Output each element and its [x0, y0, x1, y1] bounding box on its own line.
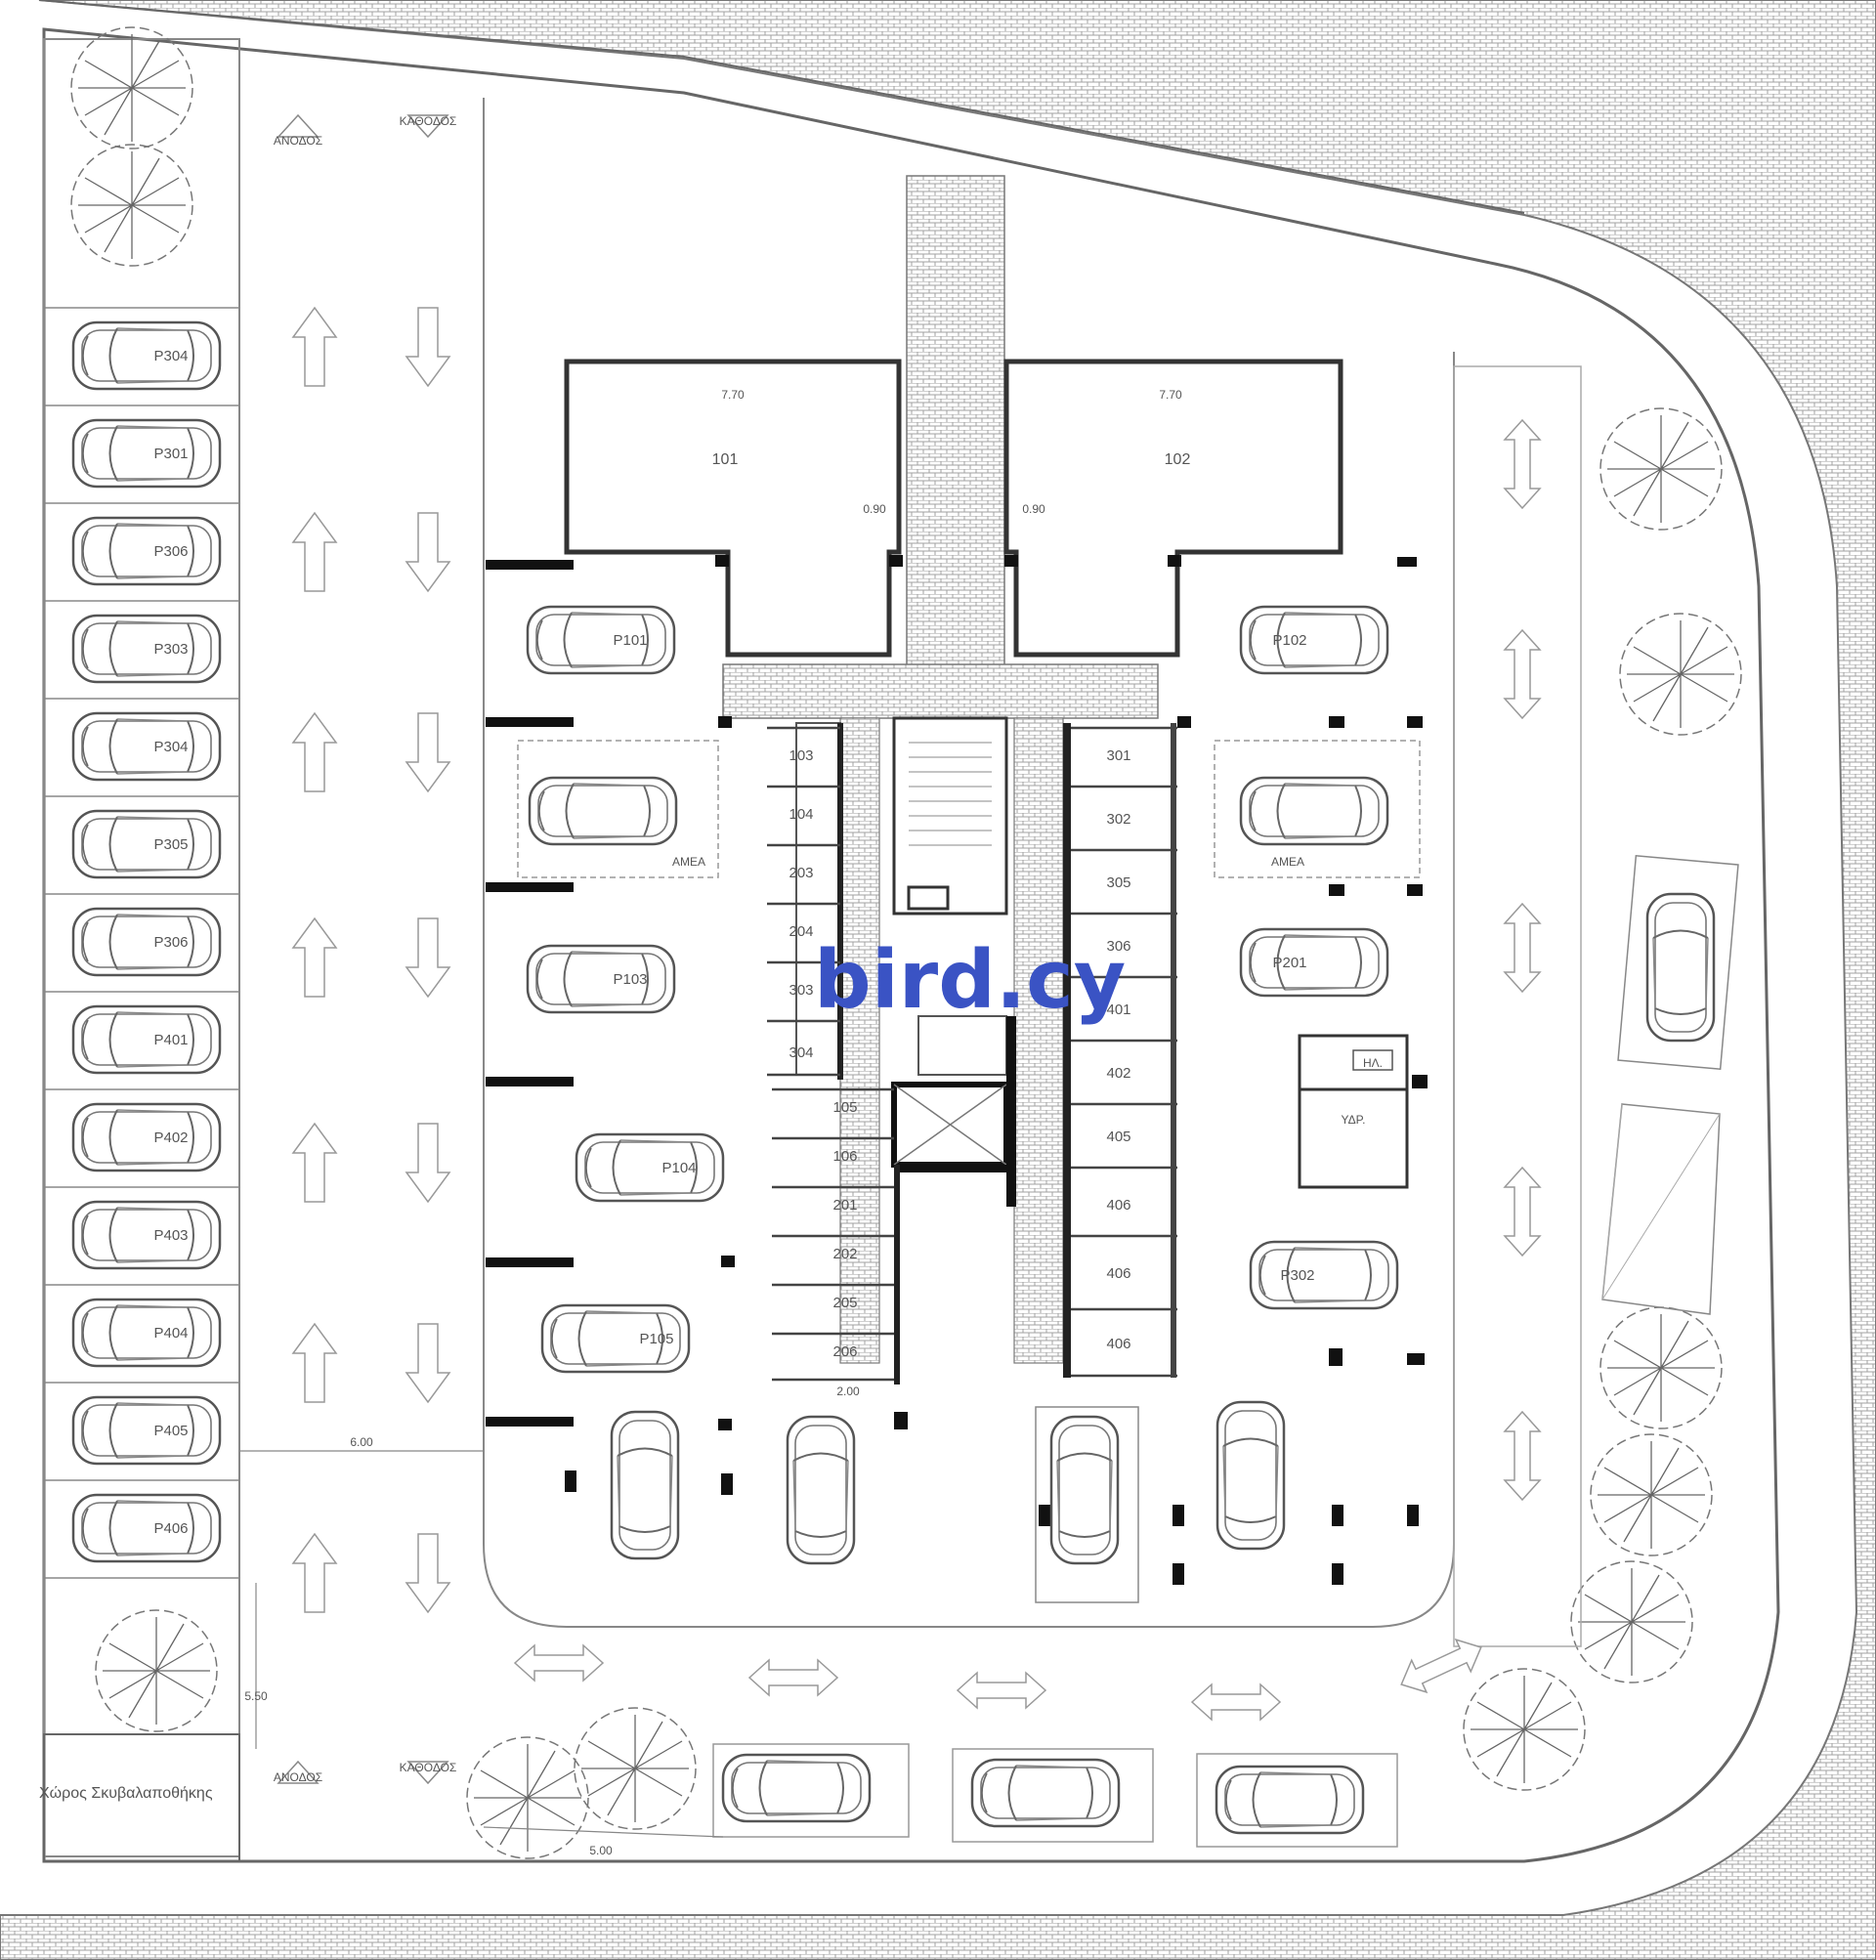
left-strip — [43, 38, 240, 1857]
apartment-102-width: 7.70 — [1159, 388, 1182, 402]
storage-201: 201 — [832, 1197, 857, 1214]
parking-p303: P303 — [153, 641, 188, 658]
storage-301: 301 — [1106, 747, 1130, 764]
ramp-up-label-bottom: ΑΝΟΔΟΣ — [274, 1770, 322, 1784]
parking-p102: P102 — [1272, 632, 1306, 649]
parking-p306b: P306 — [153, 934, 188, 951]
right-drive-strip — [1453, 365, 1582, 1647]
utility-room-2: ΥΔΡ. — [1342, 1113, 1366, 1127]
parking-p305: P305 — [153, 836, 188, 853]
core-walk-right — [1013, 717, 1064, 1364]
dimensions: 6.00 5.50 5.00 — [239, 1435, 724, 1857]
parking-p302: P302 — [1280, 1267, 1314, 1284]
cross-walk — [722, 663, 1159, 719]
parking-center-labels: P101 P102 P103 P104 P105 P201 P302 — [613, 632, 1314, 1347]
dim-side: 5.50 — [244, 1689, 268, 1703]
parking-p104: P104 — [661, 1160, 696, 1176]
parking-p304b: P304 — [153, 739, 188, 755]
storage-204: 204 — [789, 923, 813, 940]
storage-105: 105 — [832, 1099, 857, 1116]
apartment-101-width: 7.70 — [721, 388, 745, 402]
parking-p306a: P306 — [153, 543, 188, 560]
utility-rooms: ΗΛ. ΥΔΡ. — [1298, 1034, 1409, 1189]
parking-p304a: P304 — [153, 348, 188, 364]
parking-left-row — [44, 307, 239, 1579]
storage-103: 103 — [789, 747, 813, 764]
dim-bottom: 5.00 — [589, 1844, 613, 1857]
parking-p105: P105 — [639, 1331, 673, 1347]
storage-203: 203 — [789, 865, 813, 881]
storage-304: 304 — [789, 1044, 813, 1061]
amea-zone-right — [1214, 740, 1421, 878]
ramp-up-label-top: ΑΝΟΔΟΣ — [274, 134, 322, 148]
refuse-caption: Χώρος Σκυβαλαποθήκης — [39, 1785, 213, 1802]
storage-406a: 406 — [1106, 1197, 1130, 1214]
parking-p201: P201 — [1272, 955, 1306, 971]
parking-p301: P301 — [153, 446, 188, 462]
parking-p401: P401 — [153, 1032, 188, 1048]
watermark-logo: bird.cy — [814, 934, 1126, 1027]
refuse-room — [43, 1733, 240, 1862]
storage-401: 401 — [1106, 1001, 1130, 1018]
entrance-walk — [906, 175, 1005, 685]
dim-road: 6.00 — [350, 1435, 373, 1449]
storage-202: 202 — [832, 1246, 857, 1262]
parking-left-labels: P304 P301 P306 P303 P304 P305 P306 P401 … — [153, 348, 188, 1537]
amea-label-left: AMEA — [672, 855, 705, 869]
parking-p405: P405 — [153, 1423, 188, 1439]
structural-columns — [486, 555, 1428, 1585]
apartment-102-label: 102 — [1165, 451, 1191, 468]
apartment-101-label: 101 — [712, 451, 739, 468]
plot-boundary — [42, 27, 1780, 1863]
road-edge — [38, 0, 1525, 214]
amea-label-right: AMEA — [1271, 855, 1304, 869]
storage-402: 402 — [1106, 1065, 1130, 1082]
storage-206: 206 — [832, 1343, 857, 1360]
apartment-102-door: 0.90 — [1022, 502, 1045, 516]
parking-p103: P103 — [613, 971, 647, 988]
storage-406c: 406 — [1106, 1336, 1130, 1352]
ramp-down-label-top: ΚΑΘΟΔΟΣ — [400, 114, 457, 128]
storage-405: 405 — [1106, 1129, 1130, 1145]
parking-p403: P403 — [153, 1227, 188, 1244]
apartment-102: 102 7.70 0.90 — [1003, 359, 1343, 658]
ramp-labels: ΑΝΟΔΟΣ ΚΑΘΟΔΟΣ ΑΝΟΔΟΣ ΚΑΘΟΔΟΣ — [274, 113, 457, 1785]
storage-dim: 2.00 — [836, 1385, 860, 1398]
parking-p404: P404 — [153, 1325, 188, 1342]
parking-p402: P402 — [153, 1129, 188, 1146]
storage-106: 106 — [832, 1148, 857, 1165]
ramp-down-label-bottom: ΚΑΘΟΔΟΣ — [400, 1761, 457, 1774]
storage-303: 303 — [789, 982, 813, 999]
apartment-101-door: 0.90 — [863, 502, 886, 516]
storage-block-left — [767, 722, 900, 1385]
storage-labels-right: 301 302 305 306 401 402 405 406 406 406 — [1106, 747, 1130, 1352]
storage-labels-left: 103 104 203 204 303 304 105 106 201 202 … — [789, 747, 860, 1398]
central-core — [891, 716, 1016, 1207]
storage-block-right — [1063, 723, 1177, 1378]
parking-p406: P406 — [153, 1520, 188, 1537]
amea-zone-left — [517, 740, 719, 878]
parking-p101: P101 — [613, 632, 647, 649]
building-outline — [483, 98, 1455, 1628]
storage-306: 306 — [1106, 938, 1130, 955]
utility-room-1: ΗΛ. — [1363, 1056, 1383, 1070]
core-walk — [839, 717, 880, 1364]
parking-center — [526, 605, 1739, 1848]
storage-104: 104 — [789, 806, 813, 823]
apartment-101: 101 7.70 0.90 — [564, 359, 902, 658]
storage-406b: 406 — [1106, 1265, 1130, 1282]
storage-302: 302 — [1106, 811, 1130, 828]
storage-205: 205 — [832, 1295, 857, 1311]
storage-305: 305 — [1106, 874, 1130, 891]
